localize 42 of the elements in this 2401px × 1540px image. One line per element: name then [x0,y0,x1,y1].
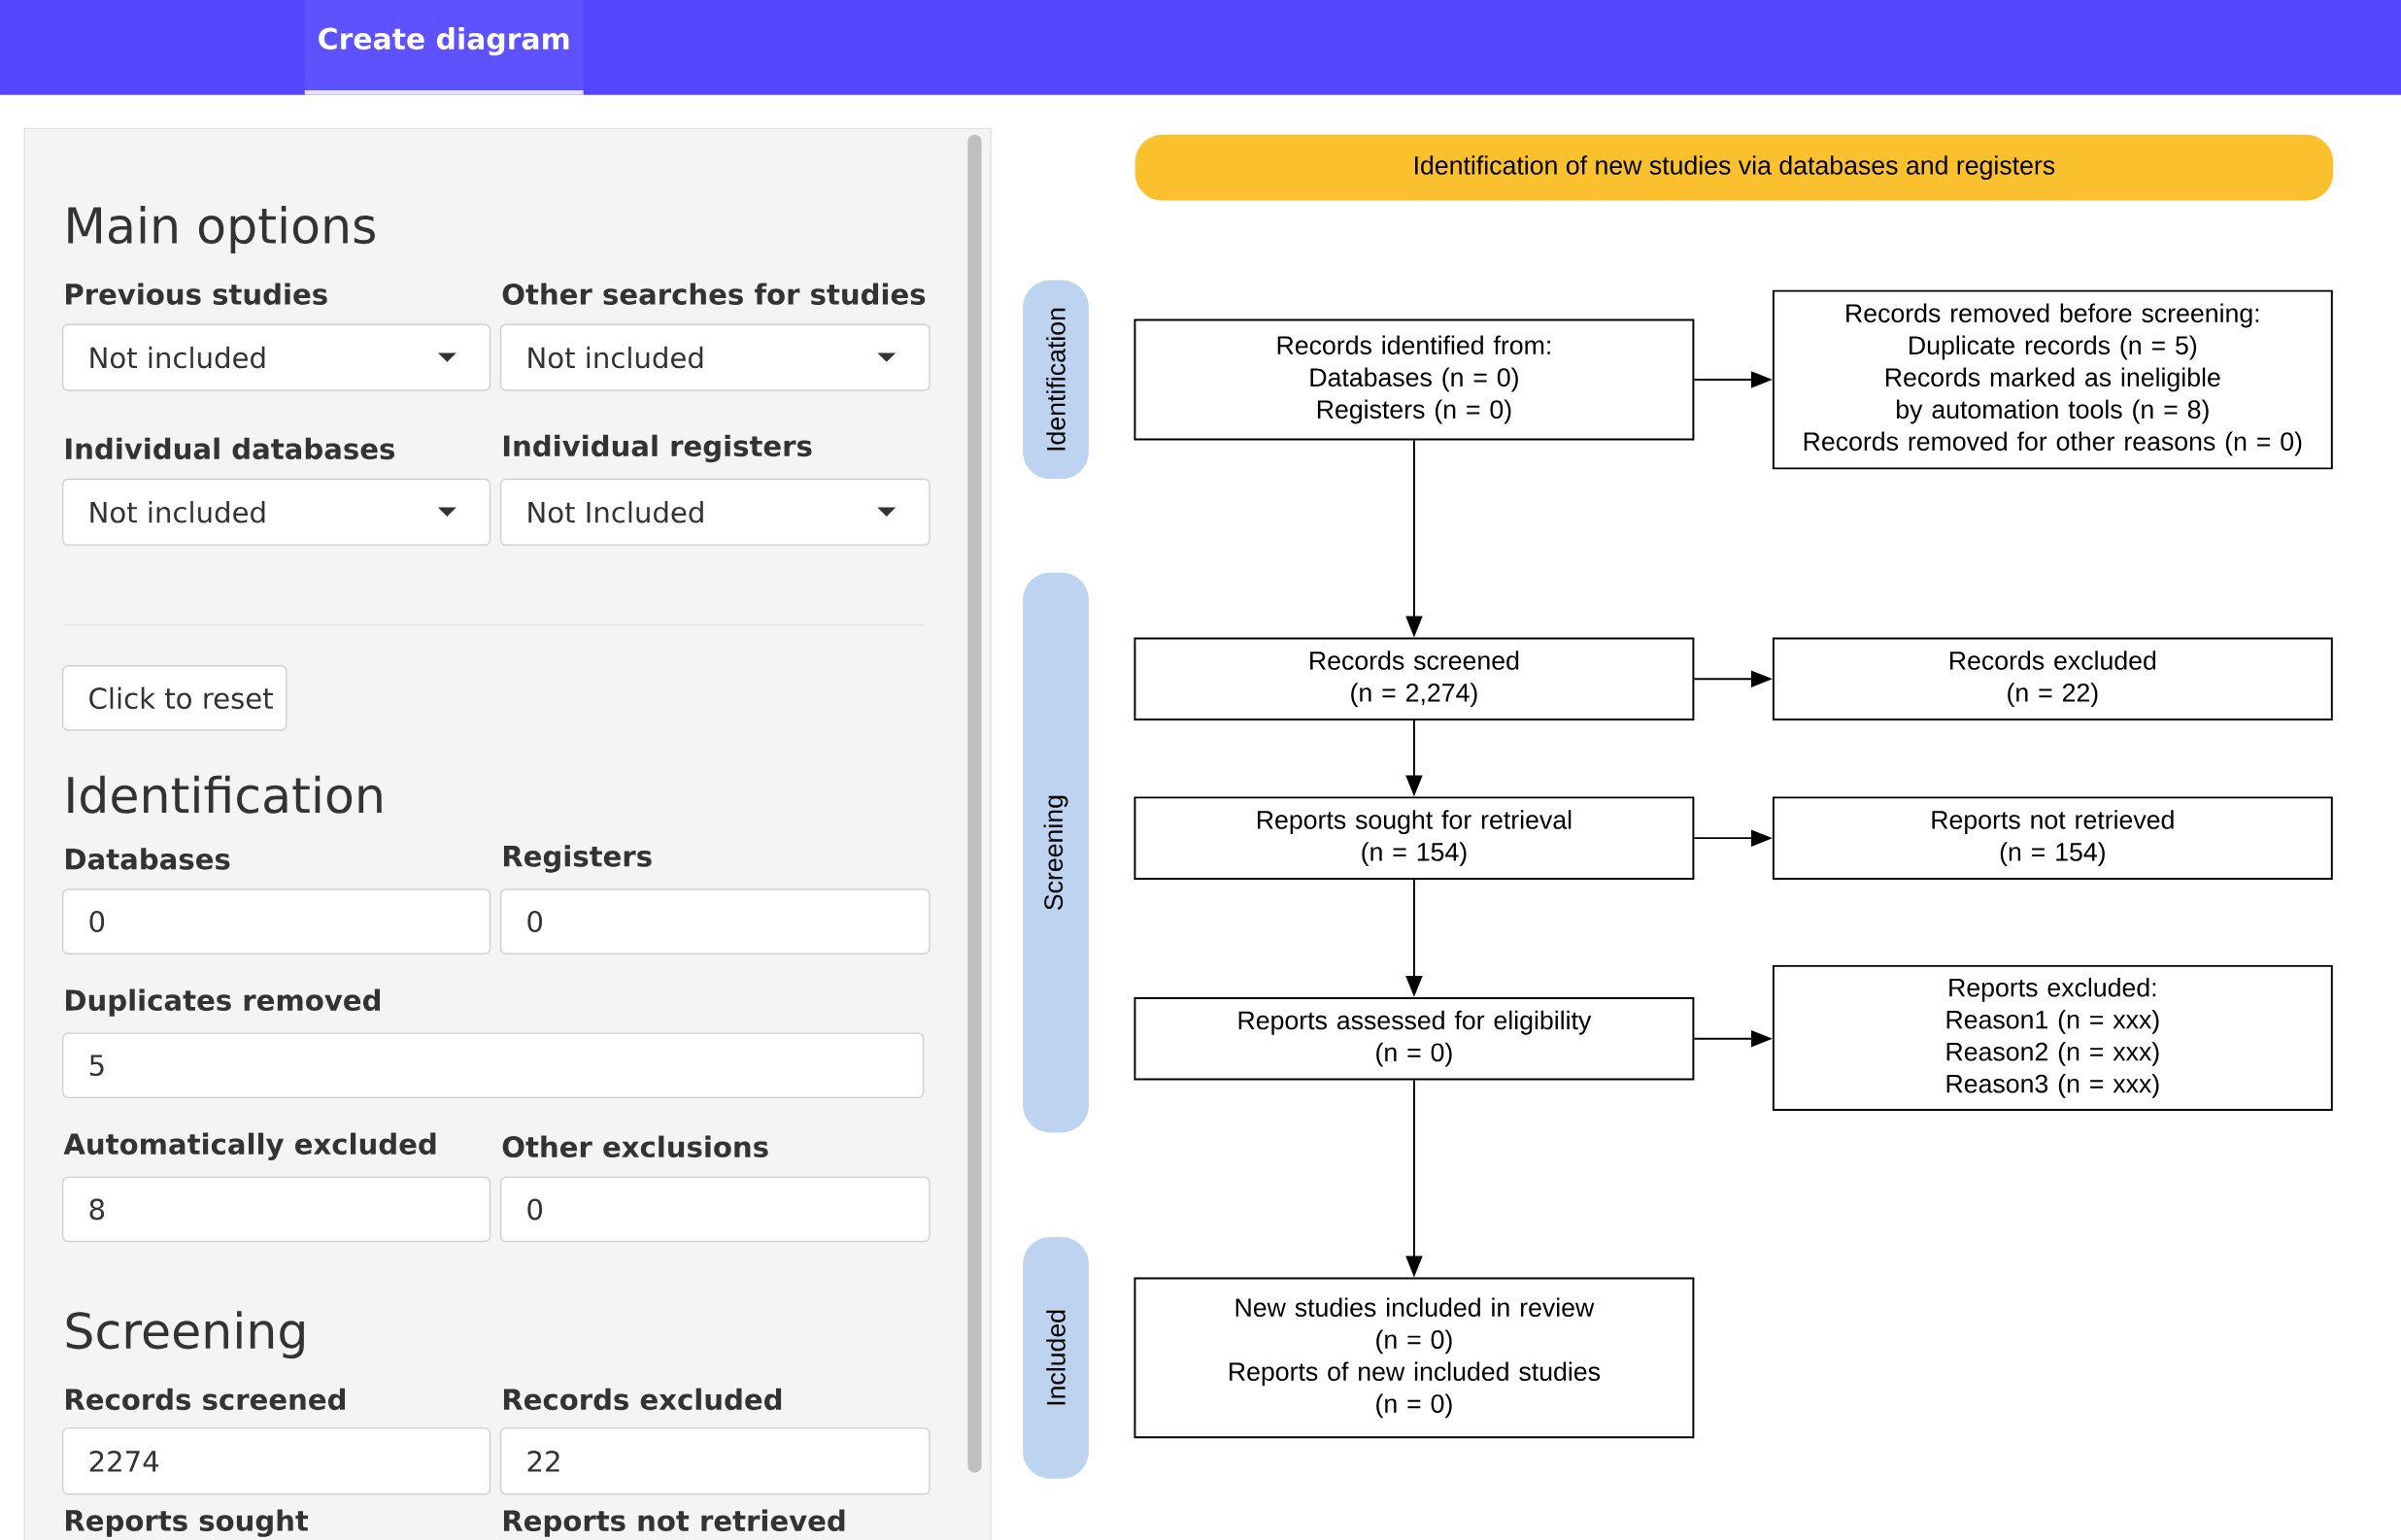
field-label: Records excluded [503,1388,782,1411]
section-heading: Identification [68,775,382,814]
field-label: Records screened [66,1388,346,1411]
field-label: Registers [503,845,652,873]
field-label: Databases [66,848,230,870]
process-box: Records identified from: Databases (n = 0) Registers (n = 0) [1133,318,1695,441]
dropdown: Not Included [499,478,930,546]
process-box: New studies included in review (n = 0) Reports of new included studies (n = 0) [1133,1277,1695,1439]
input-field: 5 [61,1032,925,1099]
phase-label: Included [1023,1236,1089,1479]
process-box: Records removed before screening: Duplicate records (n = 5) Records marked as ineligible by automation tools (n = 8) Records removed for other reasons (n = 0) [1772,289,2333,470]
field-label: Individual registers [503,434,812,463]
tab: Create diagram [304,0,584,95]
section-heading: Main options [68,206,375,253]
section-heading: Screening [66,1311,304,1359]
process-box: Records screened (n = 2,274) [1133,637,1695,720]
field-label: Previous studies [66,283,327,305]
field-label: Other searches for studies [502,283,926,305]
input-field: 0 [61,888,491,954]
process-box: Reports excluded: Reason1 (n = xxx) Reason2 (n = xxx) Reason3 (n = xxx) [1772,964,2333,1111]
process-box: Reports assessed for eligibility (n = 0) [1133,996,1695,1081]
dropdown: Not included [499,323,930,391]
field-label: Duplicates removed [66,988,380,1017]
dropdown: Not included [61,478,491,546]
field-label: Reports not retrieved [503,1509,845,1537]
field-label: Automatically excluded [63,1132,436,1161]
section-banner: Identification of new studies via databases and registers [1134,134,2334,201]
process-box: Records excluded (n = 22) [1772,637,2333,720]
input-field: 22 [499,1427,930,1495]
input-field: 0 [499,888,930,954]
dropdown: Not included [61,323,491,391]
process-box: Reports sought for retrieval (n = 154) [1133,796,1695,880]
input-field: 0 [499,1176,930,1243]
phase-label: Screening [1023,572,1089,1133]
process-box: Reports not retrieved (n = 154) [1772,796,2333,880]
reset-button: Click to reset [61,665,287,731]
field-label: Reports sought [66,1509,309,1537]
field-label: Individual databases [66,437,395,460]
input-field: 2274 [61,1427,491,1495]
input-field: 8 [61,1176,491,1243]
field-label: Other exclusions [502,1135,768,1158]
phase-label: Identification [1023,280,1089,480]
